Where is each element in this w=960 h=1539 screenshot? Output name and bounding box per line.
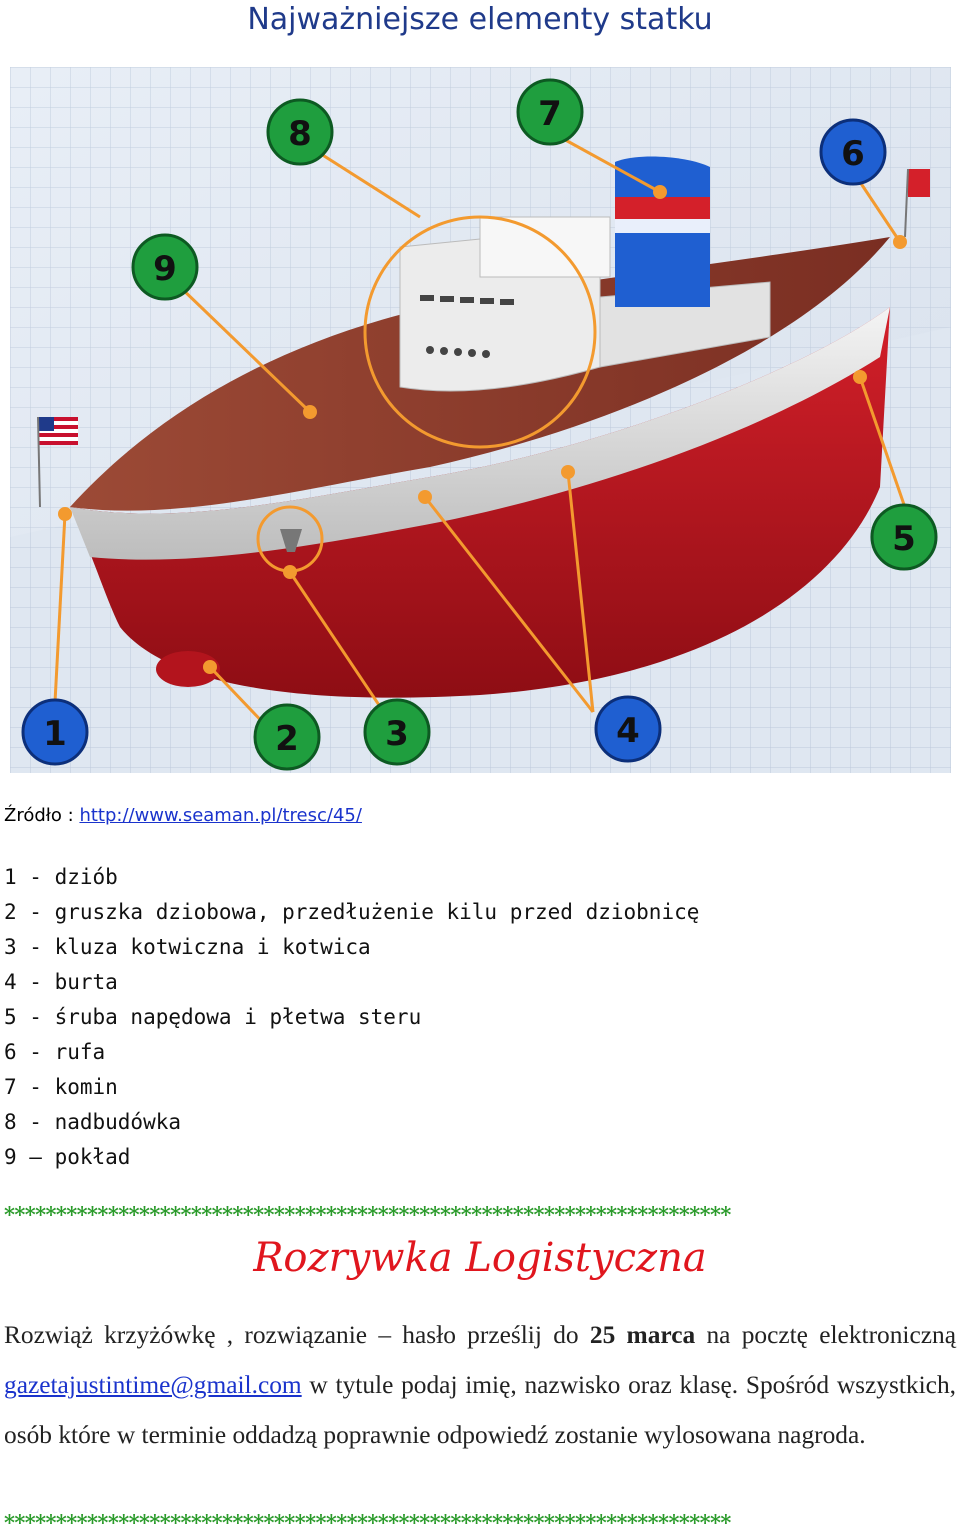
bulbous-bow [156,651,220,687]
legend-item: 9 – pokład [4,1145,131,1169]
svg-text:6: 6 [841,134,865,174]
page-title: Najważniejsze elementy statku [247,2,713,37]
marker-8: 8 [266,98,334,166]
marker-6: 6 [819,118,887,186]
legend-item: 2 - gruszka dziobowa, przedłużenie kilu … [4,900,700,924]
legend-item: 8 - nadbudówka [4,1110,182,1134]
paragraph-text: Rozwiąż krzyżówkę , rozwiązanie – hasło … [4,1321,590,1349]
email-link[interactable]: gazetajustintime@gmail.com [4,1371,302,1399]
legend-item: 3 - kluza kotwiczna i kotwica [4,935,371,959]
legend-item: 6 - rufa [4,1040,106,1064]
source-link[interactable]: http://www.seaman.pl/tresc/45/ [79,805,362,826]
marker-7: 7 [516,78,584,146]
section-title: Rozrywka Logistyczna [253,1235,707,1281]
source-line: Źródło : http://www.seaman.pl/tresc/45/ [4,805,362,826]
legend-list: 1 - dziób 2 - gruszka dziobowa, przedłuż… [4,860,699,1175]
hull-white [70,307,890,560]
source-label: Źródło : [4,805,74,826]
contest-paragraph: Rozwiąż krzyżówkę , rozwiązanie – hasło … [4,1310,956,1460]
ship-diagram: 1 2 3 4 5 6 7 8 9 [10,67,951,773]
svg-text:2: 2 [275,719,299,759]
separator-top: ****************************************… [4,1202,731,1227]
marker-1: 1 [21,698,89,766]
marker-2: 2 [253,703,321,771]
marker-4: 4 [594,695,662,763]
svg-text:9: 9 [153,249,177,289]
legend-item: 5 - śruba napędowa i płetwa steru [4,1005,422,1029]
marker-5: 5 [870,503,938,571]
paragraph-text: w tytule podaj imię, nazwisko oraz klasę… [4,1371,956,1449]
legend-item: 4 - burta [4,970,118,994]
svg-text:3: 3 [385,714,409,754]
separator-bottom: ****************************************… [4,1510,731,1535]
marker-3: 3 [363,698,431,766]
legend-item: 7 - komin [4,1075,118,1099]
svg-text:8: 8 [288,114,312,154]
svg-text:1: 1 [43,714,67,754]
deadline-date: 25 marca [589,1321,696,1349]
svg-text:7: 7 [538,94,562,134]
marker-9: 9 [131,233,199,301]
paragraph-text: na pocztę elektroniczną [695,1321,956,1349]
svg-text:4: 4 [616,711,640,751]
svg-text:5: 5 [892,519,916,559]
legend-item: 1 - dziób [4,865,118,889]
